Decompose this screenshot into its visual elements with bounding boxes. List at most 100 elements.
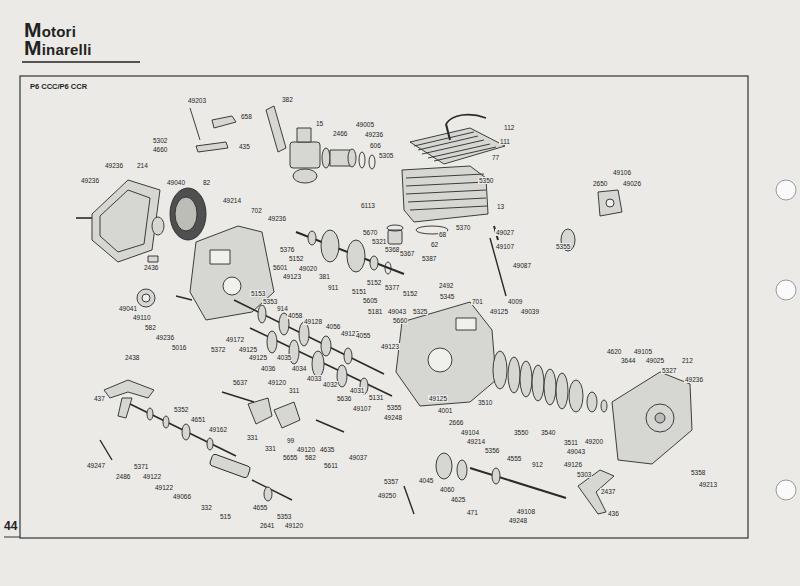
part-outline: [118, 398, 132, 418]
callout-number: 5153: [250, 290, 266, 297]
callout-number: 62: [430, 241, 439, 248]
callout-number: 5355: [386, 404, 402, 411]
callout-number: 49125: [489, 308, 509, 315]
callout-number: 111: [499, 138, 511, 145]
callout-number: 49025: [645, 357, 665, 364]
callout-number: 49087: [512, 262, 532, 269]
callout-number: 332: [200, 504, 213, 511]
part-outline: [569, 380, 583, 412]
callout-number: 112: [503, 124, 515, 131]
part-outline: [266, 106, 286, 152]
part-outline: [544, 369, 556, 405]
callout-number: 4045: [418, 477, 434, 484]
callout-number: 49120: [284, 522, 304, 529]
part-outline: [137, 289, 155, 307]
callout-number: 49213: [698, 481, 718, 488]
callout-number: 4056: [325, 323, 341, 330]
part-outline: [436, 453, 452, 479]
callout-number: 5353: [262, 298, 278, 305]
page-title: P6 CCC/P6 CCR: [30, 82, 87, 91]
callout-number: 82: [202, 179, 211, 186]
callout-number: 49043: [387, 308, 407, 315]
part-outline: [222, 392, 254, 402]
part-outline: [776, 480, 796, 500]
part-outline: [297, 128, 311, 142]
callout-number: 5302: [152, 137, 168, 144]
callout-number: 2641: [259, 522, 275, 529]
part-outline: [347, 240, 365, 272]
callout-number: 49043: [566, 448, 586, 455]
part-outline: [142, 294, 150, 302]
callout-number: 77: [491, 154, 500, 161]
callout-number: 515: [219, 513, 232, 520]
callout-number: 582: [304, 454, 317, 461]
part-outline: [385, 262, 391, 274]
part-outline: [601, 400, 607, 412]
callout-number: 2486: [115, 473, 131, 480]
callout-number: 331: [264, 445, 277, 452]
callout-number: 5372: [210, 346, 226, 353]
callout-number: 3550: [513, 429, 529, 436]
callout-number: 5303: [576, 471, 592, 478]
callout-number: 68: [438, 231, 447, 238]
callout-number: 49039: [520, 308, 540, 315]
callout-number: 49128: [303, 318, 323, 325]
part-outline: [170, 188, 206, 240]
part-outline: [369, 155, 375, 169]
callout-number: 5636: [336, 395, 352, 402]
callout-number: 4625: [450, 496, 466, 503]
part-outline: [92, 180, 160, 262]
callout-number: 437: [93, 395, 106, 402]
part-outline: [520, 361, 532, 397]
callout-number: 49125: [238, 346, 258, 353]
callout-number: 99: [286, 437, 295, 444]
part-outline: [20, 76, 748, 538]
part-outline: [556, 373, 568, 409]
part-outline: [508, 357, 520, 393]
callout-number: 4620: [606, 348, 622, 355]
callout-number: 4031: [349, 387, 365, 394]
callout-number: 49162: [208, 426, 228, 433]
callout-number: 49040: [166, 179, 186, 186]
callout-number: 5371: [133, 463, 149, 470]
part-outline: [776, 280, 796, 300]
part-outline: [104, 380, 154, 398]
callout-number: 5357: [383, 478, 399, 485]
callout-number: 4555: [506, 455, 522, 462]
part-outline: [175, 197, 197, 231]
callout-number: 49027: [495, 229, 515, 236]
part-outline: [337, 365, 347, 387]
callout-number: 49236: [80, 177, 100, 184]
part-outline: [76, 217, 92, 219]
callout-number: 49108: [516, 508, 536, 515]
callout-number: 49120: [267, 379, 287, 386]
part-outline: [210, 250, 230, 264]
part-outline: [293, 169, 317, 183]
callout-number: 49026: [622, 180, 642, 187]
callout-number: 49236: [267, 215, 287, 222]
callout-number: 2492: [438, 282, 454, 289]
callout-number: 5356: [484, 447, 500, 454]
callout-number: 5637: [232, 379, 248, 386]
part-outline: [410, 128, 505, 164]
callout-number: 49123: [380, 343, 400, 350]
callout-number: 49020: [298, 265, 318, 272]
part-outline: [404, 486, 414, 514]
callout-number: 49214: [222, 197, 242, 204]
callout-number: 436: [607, 510, 620, 517]
part-outline: [274, 402, 300, 428]
part-outline: [296, 232, 404, 274]
callout-number: 49110: [132, 314, 152, 321]
callout-number: 911: [327, 284, 339, 291]
part-outline: [406, 174, 487, 210]
callout-number: 49248: [383, 414, 403, 421]
callout-number: 606: [369, 142, 382, 149]
callout-number: 5353: [276, 513, 292, 520]
callout-number: 5016: [171, 344, 187, 351]
part-outline: [207, 438, 213, 450]
part-outline: [612, 372, 692, 464]
part-outline: [308, 231, 316, 245]
part-outline: [321, 336, 331, 356]
callout-number: 2650: [592, 180, 608, 187]
